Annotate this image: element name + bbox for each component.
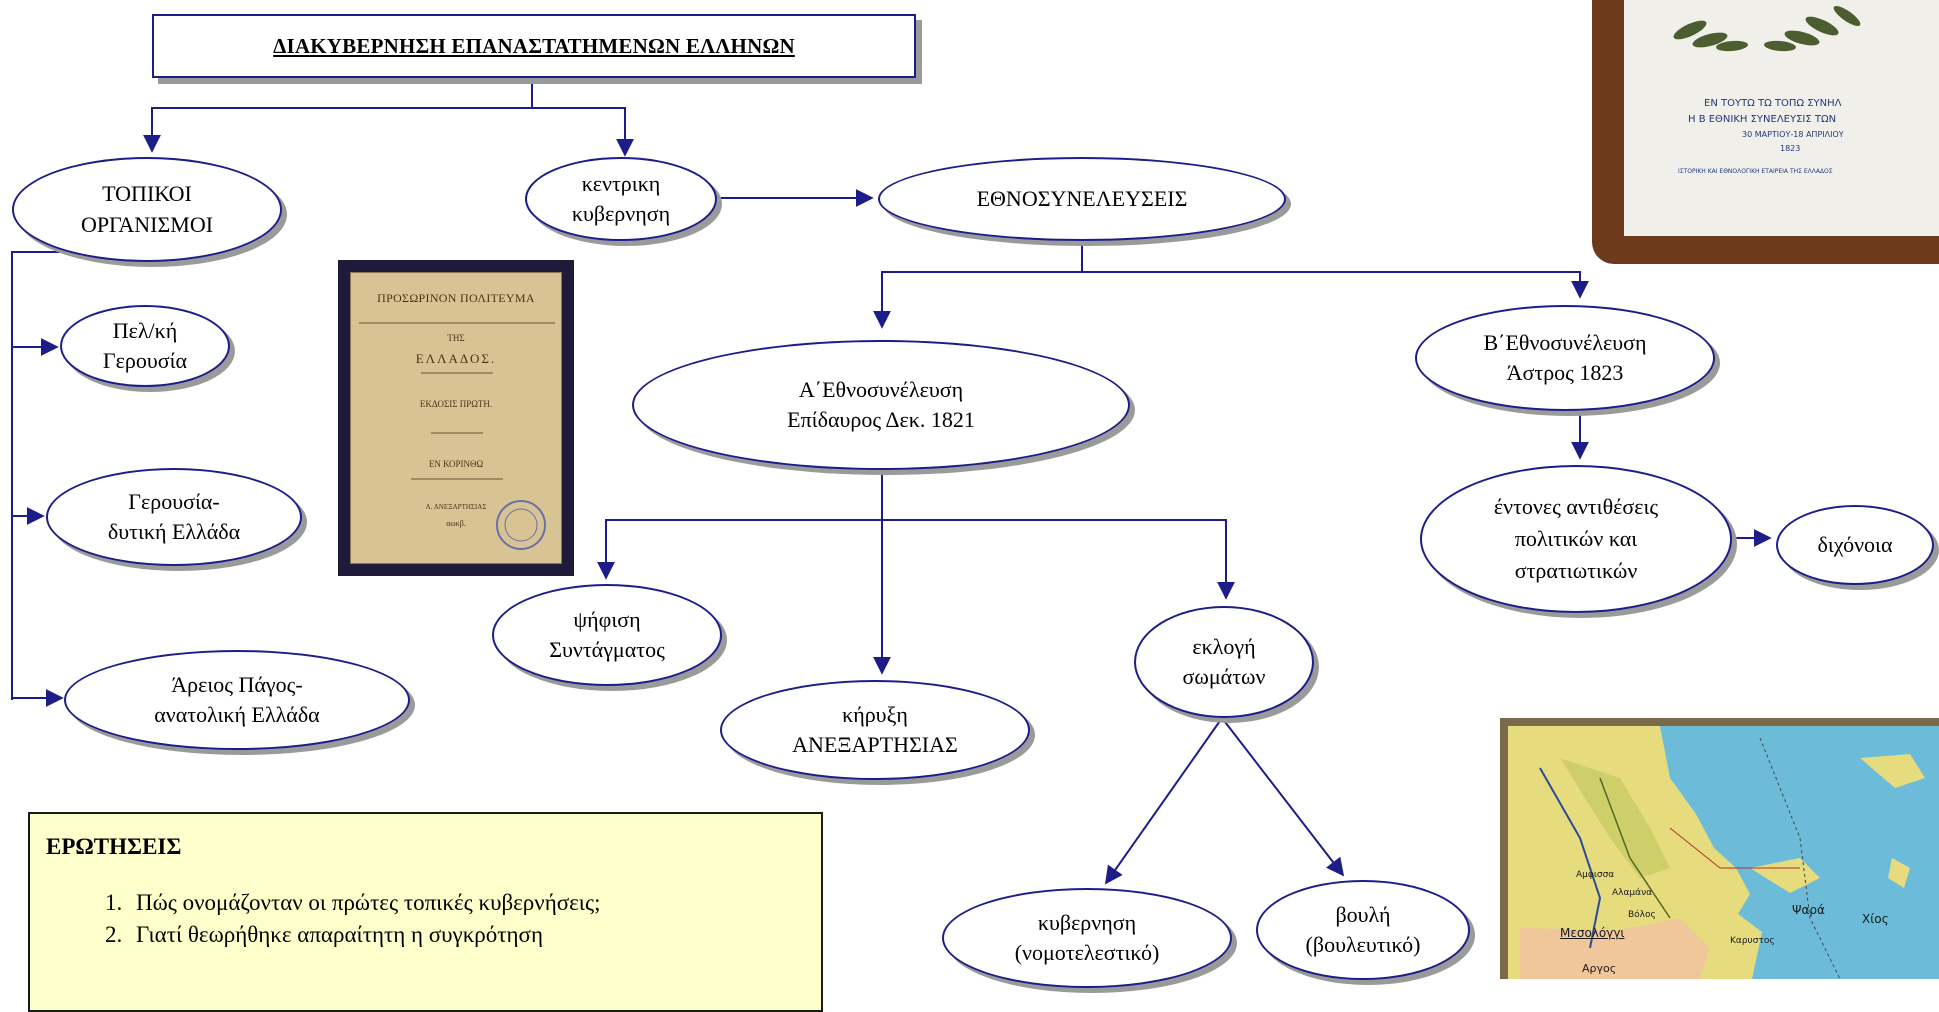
book-title: ΠΡΟΣΩΡΙΝΟΝ ΠΟΛΙΤΕΥΜΑ bbox=[377, 291, 535, 305]
node-line: διχόνοια bbox=[1817, 531, 1893, 557]
node-ethnosyneleuseis: ΕΘΝΟΣΥΝΕΛΕΥΣΕΙΣ bbox=[878, 157, 1286, 241]
map-label: Μεσολόγγι bbox=[1560, 926, 1625, 940]
constitution-book-cover-image: ΠΡΟΣΩΡΙΝΟΝ ΠΟΛΙΤΕΥΜΑ ΤΗΣ ΕΛΛΑΔΟΣ. ΕΚΔΟΣΙ… bbox=[338, 260, 574, 576]
map-label: Αμφισσα bbox=[1576, 870, 1615, 880]
book-line: ΕΚΔΟΣΙΣ ΠΡΩΤΗ. bbox=[419, 399, 493, 409]
node-line: πολιτικών και bbox=[1514, 526, 1638, 552]
node-line: εκλογή bbox=[1192, 633, 1256, 659]
plaque-line: 1823 bbox=[1780, 144, 1801, 153]
laurel-wreath-icon bbox=[1673, 5, 1861, 52]
plaque-line: 30 ΜΑΡΤΙΟΥ-18 ΑΠΡΙΛΙΟΥ bbox=[1742, 130, 1844, 139]
node-a-ethnosyneleusi: Α΄Εθνοσυνέλευση Επίδαυρος Δεκ. 1821 bbox=[632, 340, 1130, 470]
questions-heading: ΕΡΩΤΗΣΕΙΣ bbox=[46, 834, 182, 859]
node-kentriki-kyvernisi: κεντρικη κυβερνηση bbox=[525, 157, 717, 241]
node-line: (βουλευτικό) bbox=[1305, 932, 1421, 957]
node-line: Πελ/κή bbox=[112, 317, 178, 343]
commemorative-plaque-image: ΕΝ ΤΟΥΤΩ ΤΩ ΤΟΠΩ ΣΥΝΗΛ Η Β ΕΘΝΙΚΗ ΣΥΝΕΛΕ… bbox=[1592, 0, 1939, 266]
book-line: ΕΛΛΑΔΟΣ. bbox=[415, 351, 497, 366]
node-peloponnisiaki-gerousia: Πελ/κή Γερουσία bbox=[60, 305, 230, 387]
node-gerousia-dytiki: Γερουσία- δυτική Ελλάδα bbox=[46, 468, 302, 566]
node-kyvernisi-nomotelestiko: κυβερνηση (νομοτελεστικό) bbox=[942, 888, 1232, 988]
node-line: ΕΘΝΟΣΥΝΕΛΕΥΣΕΙΣ bbox=[976, 185, 1188, 211]
node-line: στρατιωτικών bbox=[1514, 557, 1638, 583]
diagram-title: ΔΙΑΚΥΒΕΡΝΗΣΗ ΕΠΑΝΑΣΤΑΤΗΜΕΝΩΝ ΕΛΛΗΝΩΝ bbox=[152, 14, 916, 78]
node-b-ethnosyneleusi: Β΄Εθνοσυνέλευση Άστρος 1823 bbox=[1415, 305, 1715, 411]
questions-list: Πώς ονομάζονταν οι πρώτες τοπικές κυβερν… bbox=[46, 890, 805, 948]
map-label: Βόλος bbox=[1628, 910, 1656, 920]
map-drawing bbox=[1508, 726, 1939, 979]
plaque-line: ΕΝ ΤΟΥΤΩ ΤΩ ΤΟΠΩ ΣΥΝΗΛ bbox=[1704, 98, 1842, 109]
node-line: ΤΟΠΙΚΟΙ bbox=[102, 181, 192, 207]
node-line: έντονες αντιθέσεις bbox=[1493, 494, 1659, 520]
node-line: Επίδαυρος Δεκ. 1821 bbox=[787, 407, 975, 432]
greece-map-image: Μεσολόγγι Αμφισσα Αλαμάνα Ψαρά Χίος Καρυ… bbox=[1500, 718, 1939, 979]
node-line: Α΄Εθνοσυνέλευση bbox=[798, 376, 964, 402]
plaque-line: ΙΣΤΟΡΙΚΗ ΚΑΙ ΕΘΝΟΛΟΓΙΚΗ ΕΤΑΙΡΕΙΑ ΤΗΣ ΕΛΛ… bbox=[1678, 168, 1833, 175]
node-line: κυβερνηση bbox=[571, 201, 671, 226]
node-line: (νομοτελεστικό) bbox=[1014, 940, 1160, 965]
book-line: ΕΝ ΚΟΡΙΝΘΩ bbox=[428, 459, 484, 469]
map-label: Αργος bbox=[1582, 962, 1617, 975]
node-vouli-vouleftiko: βουλή (βουλευτικό) bbox=[1256, 880, 1470, 980]
node-line: Γερουσία- bbox=[128, 488, 220, 514]
book-line: αωκβ. bbox=[446, 519, 466, 528]
node-line: κήρυξη bbox=[842, 701, 908, 727]
node-eklogi-somaton: εκλογή σωμάτων bbox=[1134, 606, 1314, 718]
node-kiryxi-anexartisias: κήρυξη ΑΝΕΞΑΡΤΗΣΙΑΣ bbox=[720, 680, 1030, 780]
node-areios-pagos: Άρειος Πάγος- ανατολική Ελλάδα bbox=[64, 650, 410, 750]
node-entones-antitheseis: έντονες αντιθέσεις πολιτικών και στρατιω… bbox=[1420, 465, 1732, 613]
book-cover-drawing bbox=[359, 322, 555, 550]
map-label: Καρυστος bbox=[1730, 936, 1775, 946]
connector-lines bbox=[11, 77, 1772, 885]
node-line: σωμάτων bbox=[1182, 664, 1266, 689]
node-line: Β΄Εθνοσυνέλευση bbox=[1483, 329, 1647, 355]
map-label: Χίος bbox=[1862, 912, 1889, 926]
node-dichonoia: διχόνοια bbox=[1776, 505, 1934, 585]
node-line: ανατολική Ελλάδα bbox=[154, 702, 320, 727]
node-line: Γερουσία bbox=[102, 348, 188, 373]
node-line: Άστρος 1823 bbox=[1506, 360, 1624, 385]
book-line: Α. ΑΝΕΞΑΡΤΗΣΙΑΣ bbox=[425, 503, 487, 511]
node-line: κυβερνηση bbox=[1037, 909, 1137, 935]
node-line: ψήφιση bbox=[573, 606, 641, 632]
node-line: δυτική Ελλάδα bbox=[107, 519, 241, 544]
node-line: ΑΝΕΞΑΡΤΗΣΙΑΣ bbox=[792, 732, 958, 757]
node-psifisi-syntagmatos: ψήφιση Συντάγματος bbox=[492, 584, 722, 686]
questions-box: ΕΡΩΤΗΣΕΙΣ Πώς ονομάζονταν οι πρώτες τοπι… bbox=[28, 812, 823, 1012]
node-line: Άρειος Πάγος- bbox=[171, 671, 303, 697]
plaque-line: Η Β ΕΘΝΙΚΗ ΣΥΝΕΛΕΥΣΙΣ ΤΩΝ bbox=[1688, 114, 1837, 125]
node-line: Συντάγματος bbox=[549, 637, 665, 662]
node-topikoi-organismoi: ΤΟΠΙΚΟΙ ΟΡΓΑΝΙΣΜΟΙ bbox=[12, 157, 282, 262]
question-item: Πώς ονομάζονταν οι πρώτες τοπικές κυβερν… bbox=[128, 890, 805, 916]
question-item: Γιατί θεωρήθηκε απαραίτητη η συγκρότηση bbox=[128, 922, 805, 948]
map-label: Ψαρά bbox=[1792, 903, 1825, 917]
node-line: ΟΡΓΑΝΙΣΜΟΙ bbox=[80, 211, 214, 237]
node-line: κεντρικη bbox=[581, 170, 661, 196]
node-line: βουλή bbox=[1335, 901, 1391, 927]
map-label: Αλαμάνα bbox=[1612, 888, 1653, 898]
book-line: ΤΗΣ bbox=[447, 333, 465, 343]
